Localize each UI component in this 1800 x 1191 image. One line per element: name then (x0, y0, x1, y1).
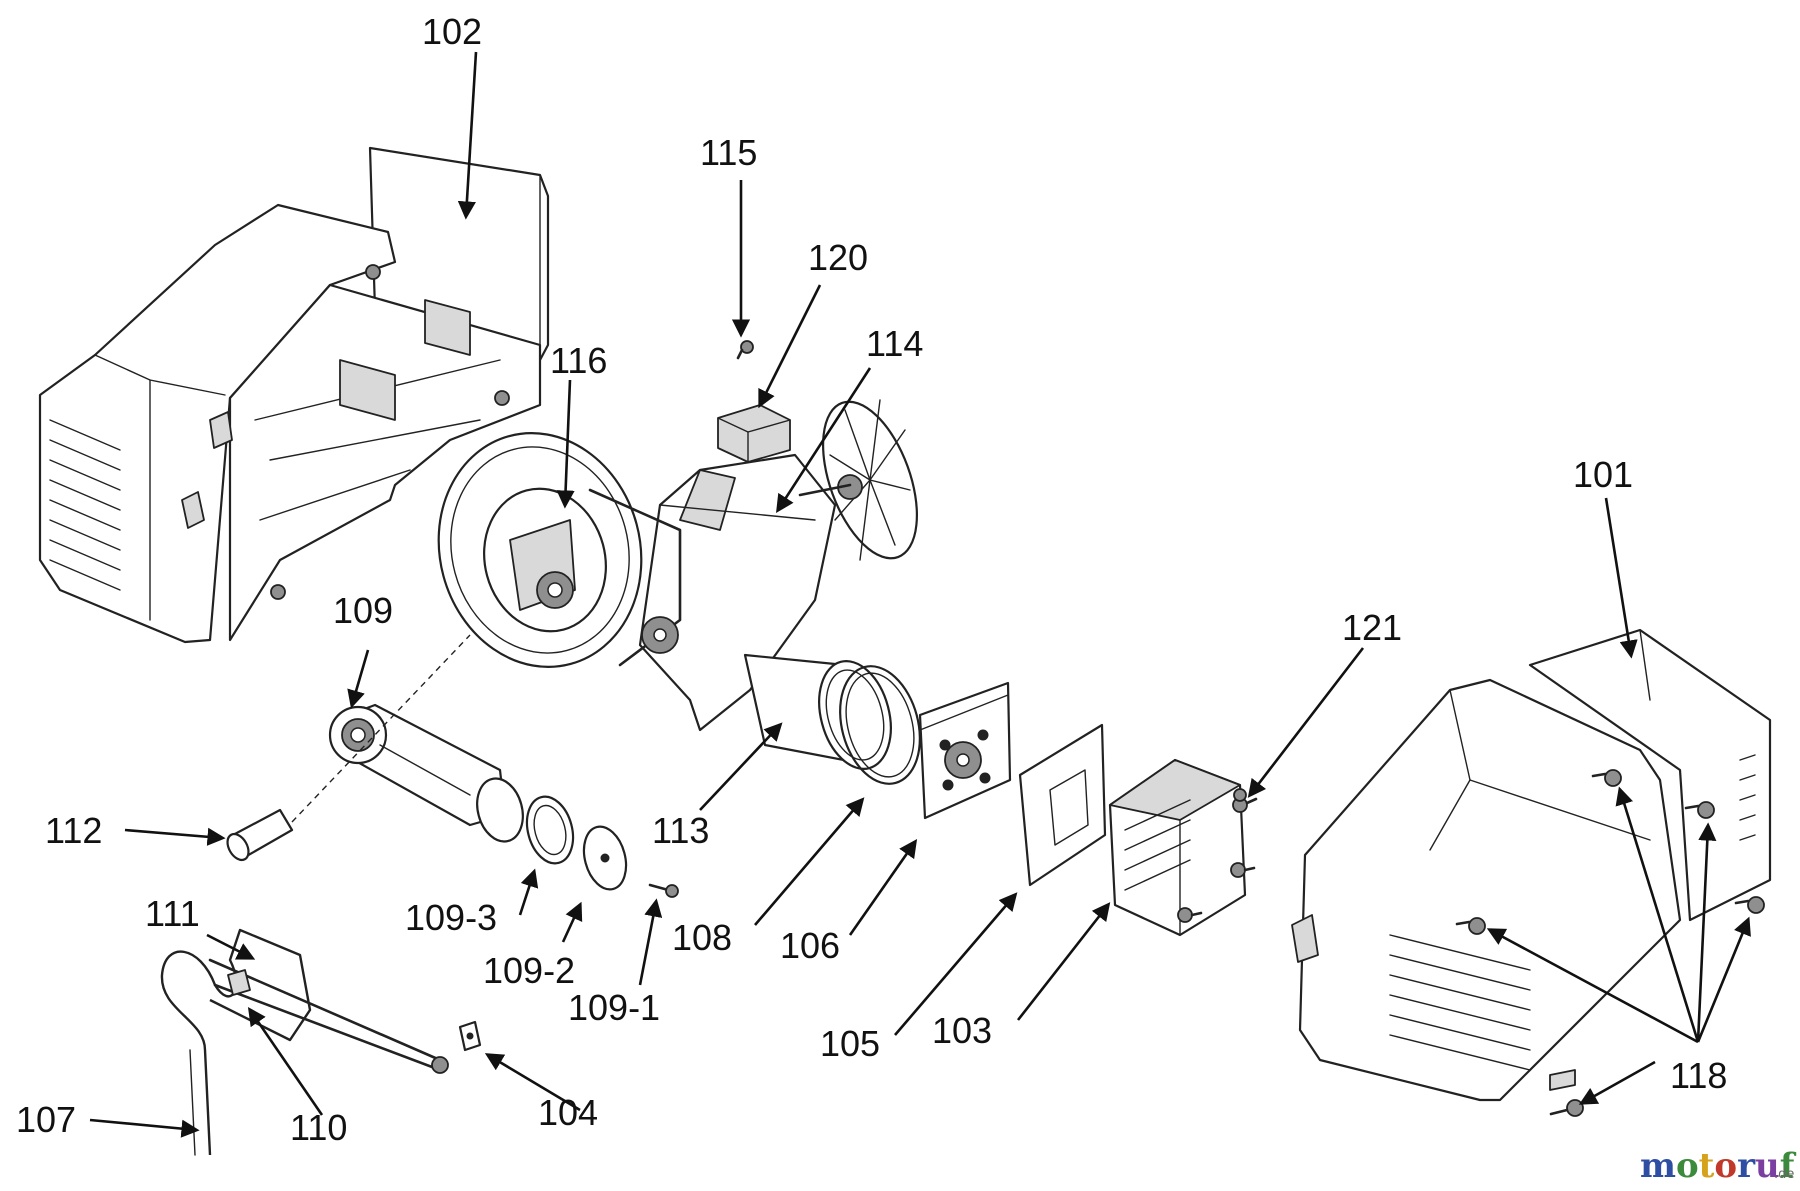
label-102: 102 (422, 11, 482, 52)
label-103: 103 (932, 1010, 992, 1051)
motoruf-watermark-logo: motoruf .de (1640, 1146, 1797, 1186)
rear-shroud-part-102 (38, 146, 550, 644)
watermark-suffix: .de (1774, 1167, 1794, 1182)
clip-part-104 (458, 1020, 482, 1052)
label-101: 101 (1573, 454, 1633, 495)
label-111: 111 (145, 893, 200, 934)
watermark-letter: m (1640, 1146, 1676, 1186)
front-shroud-part-101 (1291, 628, 1772, 1102)
label-115: 115 (700, 132, 757, 173)
screw-part-109-1 (648, 883, 679, 898)
label-118: 118 (1670, 1055, 1727, 1096)
label-105: 105 (820, 1023, 880, 1064)
label-116: 116 (550, 340, 607, 381)
fan-part-114 (798, 399, 918, 561)
screws-part-118 (1455, 769, 1765, 1117)
pulley-belt-part-116 (437, 432, 682, 668)
screw-part-115 (736, 340, 754, 360)
cylinder-part-113 (743, 653, 892, 770)
block-part-120 (717, 404, 791, 463)
tubing-parts-107-110-111 (160, 928, 449, 1156)
label-113: 113 (652, 810, 709, 851)
label-112: 112 (45, 810, 102, 851)
watermark-text: motoruf (1640, 1146, 1797, 1186)
label-104: 104 (538, 1092, 598, 1133)
part-number-labels: 102 115 120 114 116 101 121 109 112 113 … (16, 11, 1727, 1148)
watermark-letter: u (1755, 1146, 1780, 1186)
pump-assembly (437, 340, 921, 785)
o-ring-part-108 (839, 665, 921, 785)
label-106: 106 (780, 925, 840, 966)
label-109-1: 109-1 (568, 987, 660, 1028)
valve-plate-part-106 (918, 681, 1012, 820)
watermark-letter: o (1714, 1146, 1737, 1186)
connecting-rod-part-109 (226, 634, 679, 898)
screw-part-121 (1233, 788, 1247, 802)
label-121: 121 (1342, 607, 1402, 648)
watermark-letter: f (1780, 1146, 1797, 1186)
watermark-letter: t (1699, 1146, 1715, 1186)
label-109-3: 109-3 (405, 897, 497, 938)
cylinder-head-part-103 (1108, 758, 1258, 937)
label-108: 108 (672, 917, 732, 958)
label-109-2: 109-2 (483, 950, 575, 991)
label-109: 109 (333, 590, 393, 631)
gasket-part-105 (1018, 723, 1107, 887)
watermark-letter: o (1676, 1146, 1699, 1186)
label-120: 120 (808, 237, 868, 278)
watermark-letter: r (1737, 1146, 1756, 1186)
leader-arrows (89, 51, 1751, 1138)
label-114: 114 (866, 323, 923, 364)
ring-part-109-3 (525, 795, 575, 865)
pin-part-112 (226, 808, 294, 862)
label-110: 110 (290, 1107, 347, 1148)
label-107: 107 (16, 1099, 76, 1140)
